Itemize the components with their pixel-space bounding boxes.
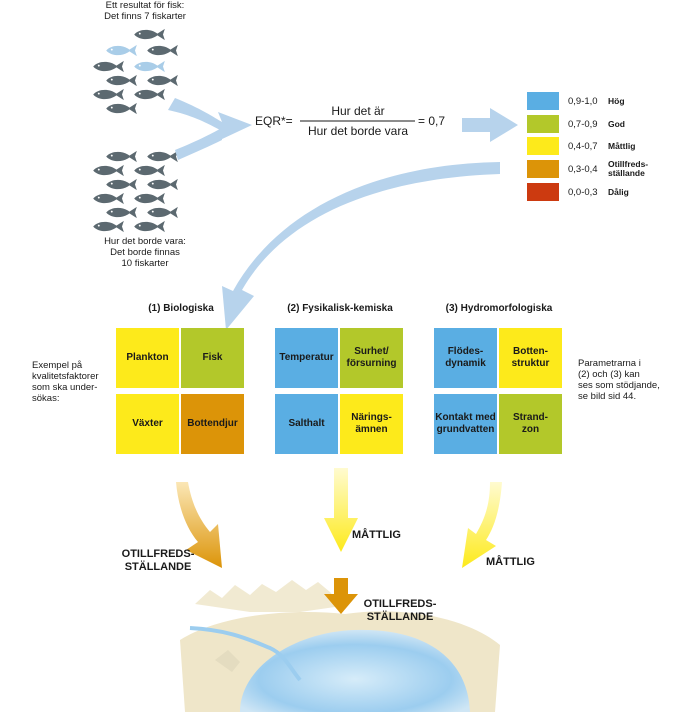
fish-icon [134, 28, 165, 41]
quality-factor-cell: Plankton [116, 328, 179, 388]
eqr-result: = 0,7 [418, 114, 446, 128]
landscape-illustration [180, 580, 500, 712]
flow-arrows [168, 98, 518, 330]
fish-icon [106, 206, 137, 219]
result-overall-line: STÄLLANDE [366, 611, 434, 623]
fish-icon [147, 74, 178, 87]
legend-swatch [527, 183, 559, 201]
fish-icon [134, 88, 165, 101]
section-title: (1) Biologiska [148, 303, 214, 314]
legend-range: 0,9-1,0 [568, 95, 598, 107]
left-note-line: kvalitetsfaktorer [32, 371, 99, 382]
fish-icon [134, 192, 165, 205]
fish-result-caption-line: Ett resultat för fisk: [105, 0, 185, 11]
quality-factor-cell: Strand-zon [499, 394, 562, 454]
fish-icon [106, 102, 137, 115]
fish-icon [93, 220, 124, 233]
legend-item: 0,7-0,9 God [527, 115, 625, 133]
fish-icon [93, 88, 124, 101]
fish-icon [147, 150, 178, 163]
legend-label: Otillfreds-ställande [608, 159, 649, 178]
legend-item: 0,4-0,7 Måttlig [527, 137, 635, 155]
fish-reference-caption-line: Hur det borde vara: [104, 236, 186, 247]
quality-factor-cell: Närings-ämnen [340, 394, 403, 454]
result-physchem: MÅTTLIG [352, 529, 401, 541]
legend-label: Måttlig [608, 140, 636, 151]
legend-range: 0,3-0,4 [568, 163, 598, 175]
result-arrows [176, 468, 502, 614]
result-biological-line: OTILLFREDS- [121, 548, 195, 560]
quality-factor-cell: Surhet/försurning [340, 328, 403, 388]
legend-swatch [527, 115, 559, 133]
result-biological-line: STÄLLANDE [124, 561, 192, 573]
legend-range: 0,0-0,3 [568, 186, 598, 198]
left-note: Exempel på kvalitetsfaktorer som ska und… [32, 360, 112, 404]
fish-school-reference [93, 150, 178, 233]
quality-factor-cell: Salthalt [275, 394, 338, 454]
quality-factor-cell: Botten-struktur [499, 328, 562, 388]
fish-icon [106, 74, 137, 87]
fish-icon [134, 164, 165, 177]
legend-label: God [608, 118, 625, 129]
fish-school-result [93, 28, 178, 115]
fish-icon [93, 164, 124, 177]
left-note-line: som ska under- [32, 382, 98, 393]
fish-result-caption: Ett resultat för fisk: Det finns 7 fiska… [80, 0, 210, 22]
fish-icon-light [106, 44, 137, 57]
legend-swatch [527, 92, 559, 110]
section-title: (3) Hydromorfologiska [445, 303, 553, 314]
section-title: (2) Fysikalisk-kemiska [287, 303, 393, 314]
legend-range: 0,4-0,7 [568, 140, 598, 152]
fish-icon [93, 192, 124, 205]
right-note-line: se bild sid 44. [578, 391, 637, 402]
fish-icon [147, 178, 178, 191]
eqr-prefix: EQR*= [255, 114, 293, 128]
fish-icon [93, 60, 124, 73]
fish-reference-caption-line: Det borde finnas [110, 247, 180, 258]
left-note-line: Exempel på [32, 360, 83, 371]
legend-item: 0,3-0,4 Otillfreds-ställande [527, 160, 648, 178]
right-note-line: (2) och (3) kan [578, 369, 640, 380]
result-hydromorph: MÅTTLIG [486, 556, 535, 568]
fish-result-caption-line: Det finns 7 fiskarter [104, 11, 186, 22]
right-note: Parametrarna i (2) och (3) kan ses som s… [578, 358, 688, 402]
fish-icon [147, 206, 178, 219]
fish-reference-caption: Hur det borde vara: Det borde finnas 10 … [80, 236, 210, 269]
legend-label: Hög [608, 95, 625, 106]
legend-item: 0,9-1,0 Hög [527, 92, 625, 110]
quality-factor-cell: Bottendjur [181, 394, 244, 454]
legend-swatch [527, 160, 559, 178]
fish-icon-light [134, 60, 165, 73]
quality-factor-cell: Fisk [181, 328, 244, 388]
quality-factor-cell: Flödes-dynamik [434, 328, 497, 388]
eqr-numerator: Hur det är [331, 104, 385, 118]
fish-icon [106, 178, 137, 191]
fish-icon [147, 44, 178, 57]
legend-label: Dålig [608, 186, 629, 197]
fish-icon [134, 220, 165, 233]
left-note-line: sökas: [32, 393, 60, 404]
eqr-denominator: Hur det borde vara [307, 124, 409, 138]
legend-range: 0,7-0,9 [568, 118, 598, 130]
legend-item: 0,0-0,3 Dålig [527, 183, 629, 201]
result-biological: OTILLFREDS- STÄLLANDE [108, 548, 208, 574]
right-note-line: ses som stödjande, [578, 380, 660, 391]
quality-factor-cell: Temperatur [275, 328, 338, 388]
legend-swatch [527, 137, 559, 155]
result-overall: OTILLFREDS- STÄLLANDE [350, 598, 450, 624]
result-overall-line: OTILLFREDS- [363, 598, 437, 610]
fish-reference-caption-line: 10 fiskarter [121, 258, 169, 269]
fish-icon [106, 150, 137, 163]
right-note-line: Parametrarna i [578, 358, 641, 369]
quality-factor-cell: Växter [116, 394, 179, 454]
